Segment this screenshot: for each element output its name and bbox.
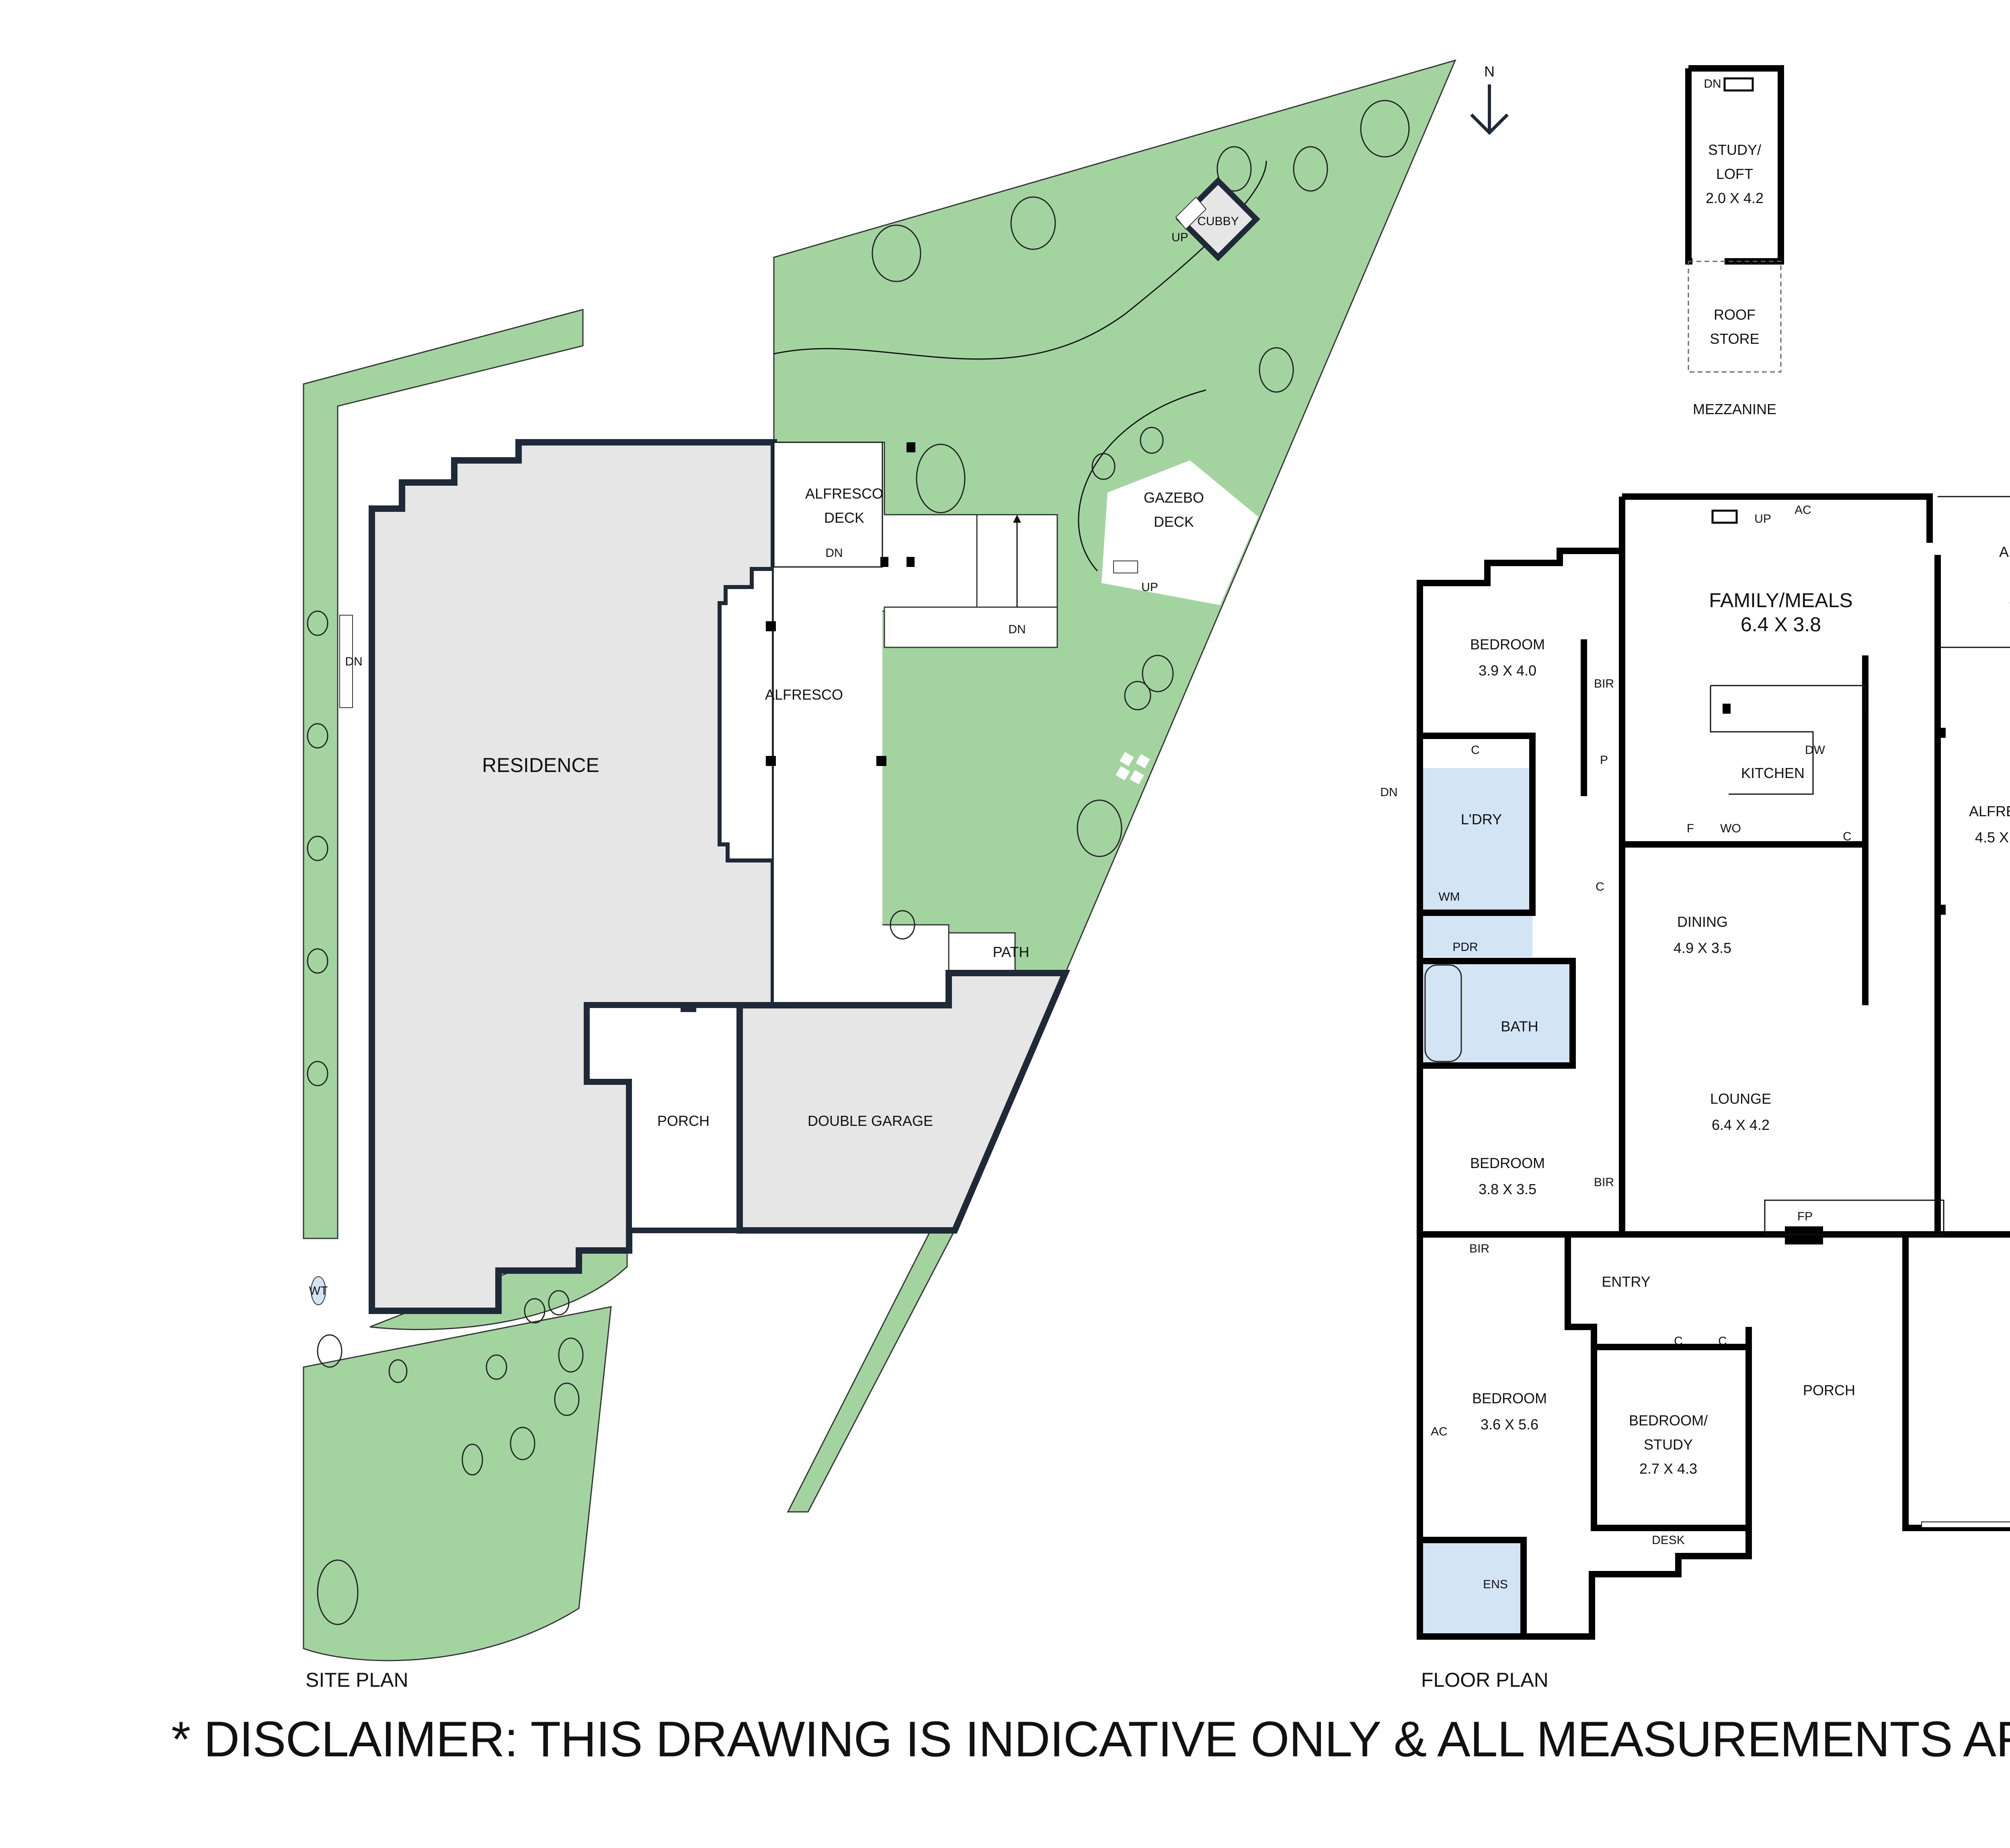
label-study-loft-dims: 2.0 X 4.2: [1706, 190, 1764, 206]
mezzanine-title: MEZZANINE: [1693, 401, 1776, 417]
label-bir-1: BIR: [1594, 677, 1614, 690]
label-study-2: STUDY: [1644, 1436, 1693, 1453]
mezzanine-plan: DN STUDY/ LOFT 2.0 X 4.2 ROOF STORE MEZZ…: [1685, 65, 1784, 417]
fireplace: [1785, 1226, 1823, 1244]
bathtub: [1424, 964, 1462, 1062]
label-c-kitchen: C: [1843, 830, 1852, 843]
label-wo: WO: [1720, 822, 1741, 835]
label-gazebo-2: DECK: [1154, 513, 1194, 530]
label-c-1: C: [1674, 1335, 1683, 1348]
pdr-fill: [1420, 913, 1532, 957]
label-up: UP: [1754, 512, 1771, 526]
lawn-strip-east: [787, 1226, 958, 1513]
label-study: BEDROOM/: [1629, 1412, 1708, 1429]
bath-fill: [1420, 961, 1573, 1066]
mezz-stairs: [1723, 77, 1754, 92]
label-lounge: LOUNGE: [1710, 1090, 1771, 1107]
pavers: [1116, 752, 1150, 784]
label-study-dims: 2.7 X 4.3: [1639, 1460, 1697, 1477]
label-mezz-dn: DN: [1704, 77, 1721, 90]
label-dining-dims: 4.9 X 3.5: [1674, 940, 1731, 956]
trees: [307, 100, 1410, 1625]
label-gazebo: GAZEBO: [1144, 489, 1204, 506]
label-study-loft: STUDY/: [1708, 142, 1761, 158]
label-alfresco: ALFRESCO: [765, 686, 843, 703]
label-up-cubby: UP: [1171, 231, 1188, 244]
disclaimer: * DISCLAIMER: THIS DRAWING IS INDICATIVE…: [171, 1712, 2010, 1767]
alfresco-deck: [773, 441, 883, 568]
lawn-front-garden: [303, 1306, 612, 1661]
label-path: PATH: [993, 944, 1030, 960]
label-dn-ldry: DN: [1380, 786, 1397, 799]
label-dn-steps: DN: [1008, 623, 1026, 636]
ensuite-fill: [1420, 1540, 1524, 1637]
steps-landing: [884, 606, 1058, 648]
label-dn-deck: DN: [825, 546, 843, 560]
path-box: [948, 932, 1016, 972]
label-porch-fp: PORCH: [1803, 1382, 1855, 1398]
label-pantry: P: [1600, 754, 1608, 767]
label-kitchen: KITCHEN: [1741, 765, 1805, 781]
label-roof-store-2: STORE: [1710, 331, 1759, 347]
label-site-garage: DOUBLE GARAGE: [808, 1113, 933, 1129]
label-residence: RESIDENCE: [482, 754, 599, 776]
site-garage: [736, 970, 1071, 1234]
label-dw: DW: [1805, 743, 1825, 757]
label-c-2: C: [1718, 1335, 1727, 1348]
label-family-meals: FAMILY/MEALS: [1709, 589, 1853, 612]
label-ac-top: AC: [1795, 503, 1811, 517]
label-laundry: L'DRY: [1461, 811, 1502, 827]
label-ac-bed: AC: [1431, 1425, 1448, 1438]
label-bedroom-3: BEDROOM: [1472, 1390, 1547, 1407]
label-family-dims: 6.4 X 3.8: [1741, 613, 1821, 636]
label-wm: WM: [1438, 890, 1460, 903]
label-roof-store: ROOF: [1714, 306, 1756, 323]
label-dn-side: DN: [345, 655, 362, 668]
label-alfresco-fp: ALFRESCO: [1969, 803, 2010, 819]
roof-store: [1688, 261, 1782, 373]
compass-label: N: [1484, 63, 1495, 80]
family-stairs: [1711, 509, 1738, 524]
label-water-tank: WT: [309, 1284, 328, 1298]
gazebo-deck: [1101, 460, 1258, 605]
label-study-loft-2: LOFT: [1716, 166, 1753, 182]
label-alfresco-deck: ALFRESCO: [805, 485, 883, 502]
label-fp: FP: [1797, 1210, 1813, 1223]
lawn-strip-west: [303, 309, 584, 1239]
label-cubby: CUBBY: [1197, 215, 1239, 228]
label-alfresco-deck-dims: 3.6 X 3.4: [2009, 592, 2010, 608]
label-lounge-dims: 6.4 X 4.2: [1712, 1117, 1770, 1133]
label-site-porch: PORCH: [657, 1113, 710, 1129]
label-alfresco-deck-fp: ALFRESCO: [1999, 544, 2010, 560]
label-c-dining: C: [1596, 880, 1604, 893]
label-dining: DINING: [1677, 914, 1728, 930]
label-ensuite: ENS: [1483, 1578, 1508, 1591]
label-bir-3: BIR: [1469, 1242, 1489, 1255]
label-desk: DESK: [1652, 1534, 1685, 1547]
label-bedroom-1: BEDROOM: [1470, 636, 1545, 653]
label-pdr: PDR: [1452, 940, 1478, 954]
site-plan: RESIDENCE ALFRESCO DECK ALFRESCO GAZEBO …: [303, 59, 1456, 1691]
floor-plan: FAMILY/MEALS 6.4 X 3.8 ALFRESCO DECK 3.6…: [1380, 493, 2010, 1691]
label-up-gazebo: UP: [1141, 581, 1158, 594]
site-plan-title: SITE PLAN: [306, 1669, 408, 1691]
label-bedroom-3-dims: 3.6 X 5.6: [1481, 1416, 1538, 1433]
label-bir-2: BIR: [1594, 1176, 1614, 1189]
label-bedroom-2: BEDROOM: [1470, 1155, 1545, 1171]
label-alfresco-fp-dims: 4.5 X 10.5: [1975, 829, 2010, 846]
water-tank: [311, 1276, 326, 1305]
laundry-fill: [1420, 768, 1532, 913]
north-arrow-icon: N: [1470, 63, 1509, 135]
label-entry: ENTRY: [1602, 1273, 1650, 1290]
label-c-ldry: C: [1471, 743, 1480, 757]
label-alfresco-deck-2: DECK: [824, 509, 864, 526]
cubby-ladder: [1175, 196, 1207, 230]
label-bath: BATH: [1501, 1018, 1538, 1035]
label-bedroom-1-dims: 3.9 X 4.0: [1479, 662, 1536, 679]
gazebo-path-line: [1078, 389, 1206, 572]
label-fridge: F: [1687, 822, 1694, 835]
label-bedroom-2-dims: 3.8 X 3.5: [1479, 1181, 1536, 1197]
floor-plan-title: FLOOR PLAN: [1421, 1669, 1549, 1691]
